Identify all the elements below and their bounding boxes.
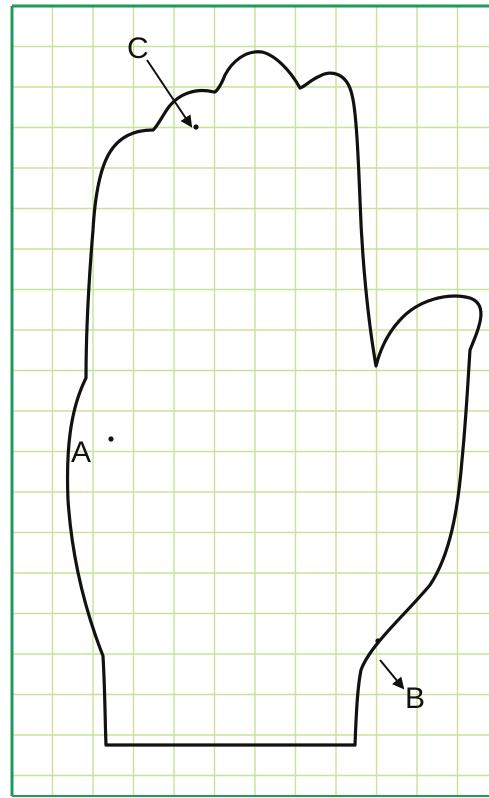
pointer-arrows [147,60,403,688]
point-markers [108,124,380,643]
point-labels: A B C [71,32,425,715]
point-a-dot [108,436,113,441]
glove-outline [68,52,481,745]
point-c-dot [193,124,198,129]
point-label-b: B [405,682,425,715]
point-label-a: A [71,436,91,469]
point-b-dot [375,638,380,643]
grid-lines [12,6,489,796]
pointer-arrow-b [380,660,403,688]
point-label-c: C [127,32,149,65]
